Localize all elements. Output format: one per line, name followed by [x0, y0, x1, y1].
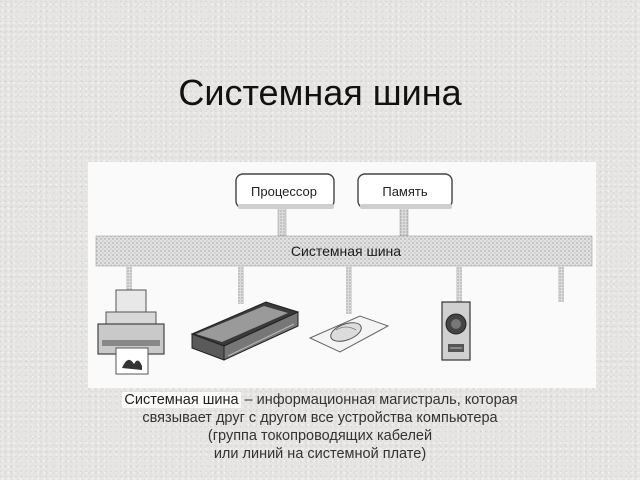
mouse-connector: [346, 266, 352, 314]
memory-label: Память: [382, 184, 428, 199]
printer-icon: [97, 289, 165, 375]
processor-label: Процессор: [251, 184, 317, 199]
memory-box: Память: [357, 173, 453, 209]
caption-term: Системная шина: [122, 392, 241, 408]
processor-connector: [277, 207, 287, 237]
system-bus-bar: [95, 235, 593, 267]
processor-box: Процессор: [235, 173, 335, 209]
caption-line-3: (группа токопроводящих кабелей: [207, 428, 433, 444]
bus-label: Системная шина: [291, 243, 401, 259]
speaker-connector: [456, 266, 462, 302]
printer-connector: [126, 266, 132, 292]
system-bus-diagram: Процессор Память Системная шина: [88, 162, 596, 388]
memory-connector: [399, 207, 409, 237]
scanner-connector: [238, 266, 244, 304]
caption-line-2: связывает друг с другом все устройства к…: [142, 410, 498, 426]
caption-line-1: Системная шина – информационная магистра…: [60, 391, 580, 409]
caption-line-1-rest: – информационная магистраль, которая: [240, 392, 518, 408]
mouse-icon: [308, 315, 390, 353]
definition-caption: Системная шина – информационная магистра…: [60, 391, 580, 463]
speaker-icon: [441, 301, 471, 361]
caption-line-4: или линий на системной плате): [213, 446, 427, 462]
scanner-icon: [190, 301, 300, 361]
spare-connector: [558, 266, 564, 302]
slide-title: Системная шина: [178, 72, 462, 113]
